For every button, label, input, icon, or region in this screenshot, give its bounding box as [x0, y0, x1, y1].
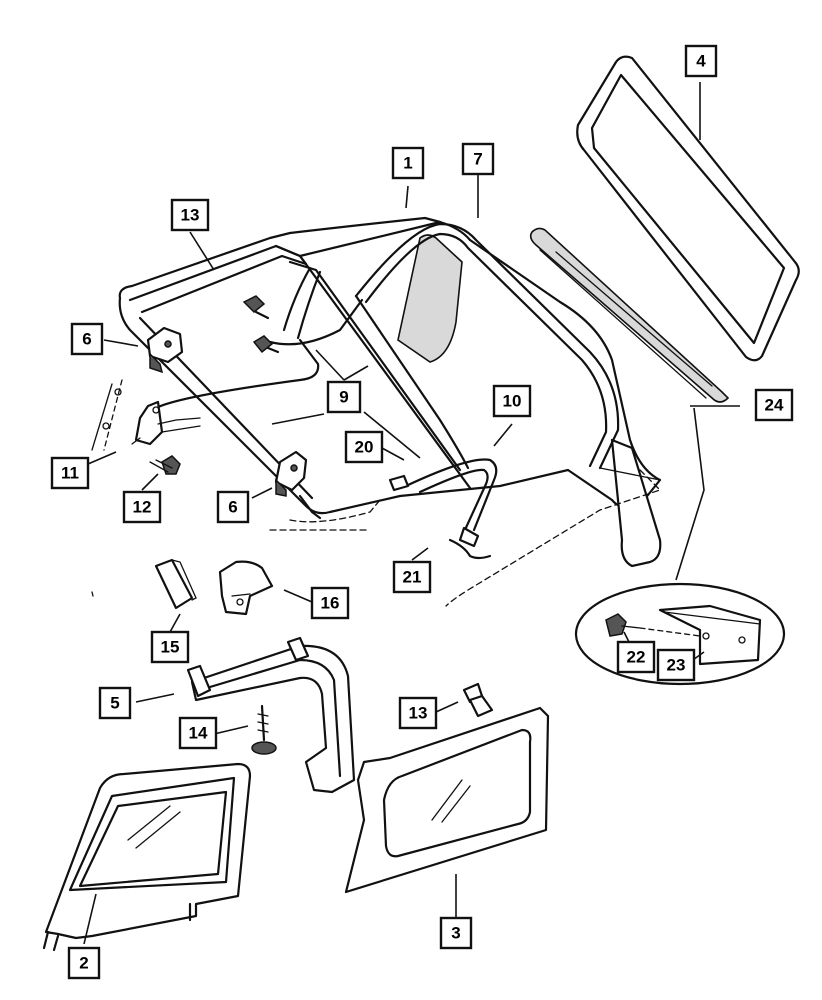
callout-label: 1	[403, 154, 412, 173]
callout-13-lower: 13	[398, 696, 438, 730]
callout-label: 12	[133, 498, 152, 517]
callout-label: 16	[321, 594, 340, 613]
callout-label: 5	[110, 694, 119, 713]
callout-label: 15	[161, 638, 180, 657]
callout-label: 7	[473, 150, 482, 169]
callout-label: 9	[339, 388, 348, 407]
callout-15: 15	[150, 630, 190, 664]
roof-bolt	[242, 295, 270, 320]
door-surround-seal	[186, 636, 356, 794]
callout-label: 14	[189, 724, 208, 743]
callout-6-upper: 6	[70, 322, 104, 356]
right-side-window	[344, 706, 550, 894]
callout-label: 6	[82, 330, 91, 349]
callout-label: 11	[61, 464, 79, 483]
callout-6-lower: 6	[216, 490, 250, 524]
latch-screw	[149, 455, 181, 475]
callout-20: 20	[344, 430, 384, 464]
callout-4: 4	[684, 44, 718, 78]
rear-window-glass	[576, 55, 800, 362]
callout-10: 10	[492, 384, 532, 418]
callout-14: 14	[178, 716, 218, 750]
callout-2: 2	[67, 946, 101, 980]
callout-7: 7	[461, 142, 495, 176]
hinge-upper	[146, 326, 184, 374]
foam-pad	[154, 558, 197, 610]
callout-12: 12	[122, 490, 162, 524]
callout-label: 23	[667, 656, 686, 675]
detail-inset	[574, 582, 786, 686]
callout-label: 4	[696, 52, 706, 71]
callout-label: 10	[503, 392, 522, 411]
callout-label: 24	[765, 396, 784, 415]
callout-13-upper: 13	[170, 198, 210, 232]
callout-11: 11	[50, 456, 90, 490]
callout-label: 6	[228, 498, 237, 517]
callout-16: 16	[310, 586, 350, 620]
latch-bracket	[91, 379, 201, 451]
hardtop-shell	[118, 216, 662, 607]
callout-5: 5	[98, 686, 132, 720]
callout-label: 21	[403, 568, 422, 587]
callout-label: 13	[409, 704, 428, 723]
callout-21: 21	[392, 560, 432, 594]
callout-label: 3	[451, 924, 460, 943]
callout-label: 20	[355, 438, 374, 457]
mounting-bracket	[218, 560, 274, 616]
callout-22: 22	[616, 640, 656, 674]
roof-nut	[252, 335, 280, 354]
callout-9: 9	[326, 380, 362, 414]
bolt-lower	[462, 682, 494, 718]
leader-lines	[83, 82, 740, 945]
callout-label: 13	[181, 206, 200, 225]
callout-24: 24	[754, 388, 794, 422]
callout-23: 23	[656, 648, 696, 682]
rear-seal-strip	[529, 227, 730, 403]
stray-mark	[91, 591, 94, 597]
hinge-lower	[274, 450, 308, 497]
callout-1: 1	[391, 146, 425, 180]
callout-3: 3	[439, 916, 473, 950]
callout-label: 22	[627, 648, 646, 667]
callout-label: 2	[79, 954, 88, 973]
seal-screw	[251, 704, 277, 755]
left-side-window	[42, 762, 252, 952]
